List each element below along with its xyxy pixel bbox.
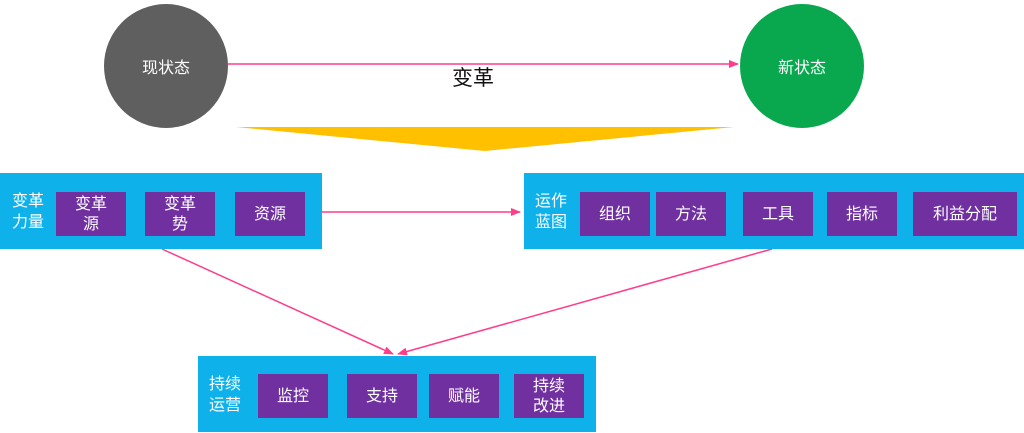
metrics-box[interactable]: 指标 — [827, 192, 897, 236]
sustained-operation-panel: 持续 运营 监控 支持 赋能 持续 改进 — [198, 356, 596, 432]
current-state-node: 现状态 — [104, 4, 228, 128]
new-state-node: 新状态 — [740, 4, 864, 128]
continuous-improvement-box[interactable]: 持续 改进 — [514, 374, 584, 418]
tools-box[interactable]: 工具 — [743, 192, 813, 236]
sustained-operation-label: 持续 运营 — [209, 373, 249, 415]
change-forces-panel: 变革 力量 变革 源 变革 势 资源 — [0, 173, 322, 249]
operating-blueprint-label-line1: 运作 — [535, 191, 568, 210]
current-state-label: 现状态 — [141, 58, 190, 77]
change-forces-label: 变革 力量 — [12, 190, 52, 232]
arrow-blueprint-to-sustain — [397, 248, 773, 356]
transition-label: 变革 — [452, 66, 494, 90]
empowerment-box[interactable]: 赋能 — [429, 374, 499, 418]
operating-blueprint-label-line2: 蓝图 — [535, 212, 568, 231]
operating-blueprint-label: 运作 蓝图 — [535, 190, 575, 232]
sustained-operation-label-line1: 持续 — [209, 374, 242, 393]
organization-box[interactable]: 组织 — [580, 192, 650, 236]
method-box[interactable]: 方法 — [656, 192, 726, 236]
funnel-triangle — [236, 127, 734, 151]
arrow-forces-to-sustain — [161, 248, 394, 355]
support-box[interactable]: 支持 — [347, 374, 417, 418]
operating-blueprint-panel: 运作 蓝图 组织 方法 工具 指标 利益分配 — [524, 173, 1024, 249]
change-source-box[interactable]: 变革 源 — [56, 192, 126, 236]
benefit-distribution-box[interactable]: 利益分配 — [913, 192, 1017, 236]
monitoring-box[interactable]: 监控 — [258, 374, 328, 418]
resources-box[interactable]: 资源 — [235, 192, 305, 236]
change-forces-label-line2: 力量 — [12, 212, 45, 231]
change-forces-label-line1: 变革 — [12, 191, 45, 210]
change-momentum-box[interactable]: 变革 势 — [145, 192, 215, 236]
sustained-operation-label-line2: 运营 — [209, 395, 242, 414]
new-state-label: 新状态 — [777, 58, 826, 77]
